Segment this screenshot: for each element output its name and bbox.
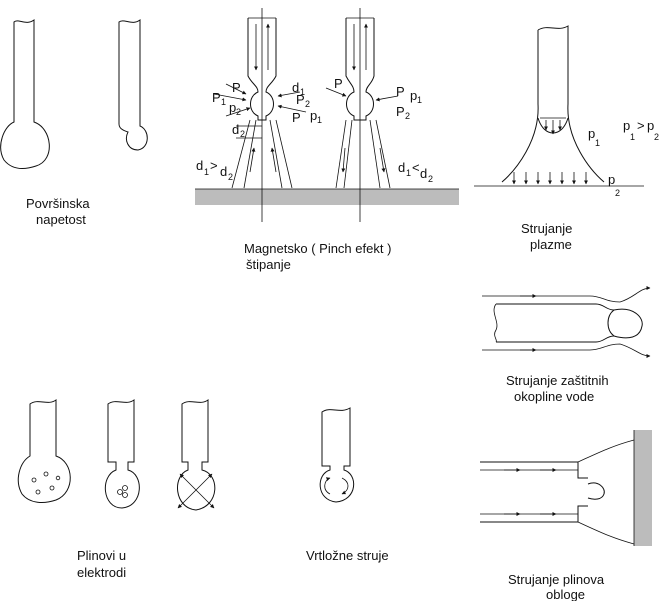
shield-flow-bottom xyxy=(482,343,651,358)
eddy-right-vortex xyxy=(341,477,349,495)
label-P-left-mid: P xyxy=(212,90,221,105)
vertical-workpiece xyxy=(634,430,652,546)
horizontal-drop-2 xyxy=(587,482,605,500)
label-d1-top: d xyxy=(292,80,299,95)
label-p2-left: p xyxy=(229,100,236,115)
shielding-flow-figure: Strujanje zaštitnih okopline vode xyxy=(482,286,651,404)
left-electrode-outline xyxy=(247,18,277,121)
caption-gas-flow-line2: obloge xyxy=(546,587,585,601)
caption-surface-tension-line1: Površinska xyxy=(26,196,90,211)
svg-text:2: 2 xyxy=(228,172,233,182)
pinch-effect-figure: P P 1 p 2 d 1 P 2 P p 1 d 2 d 1 > d 2 P … xyxy=(195,8,459,272)
svg-text:p: p xyxy=(647,118,654,133)
caption-pinch-line1: Magnetsko ( Pinch efekt ) xyxy=(244,241,391,256)
gas-cluster xyxy=(117,485,128,498)
electrode-with-large-drop xyxy=(0,19,50,169)
label-p1-plasma: p xyxy=(588,126,595,141)
gas-flow-figure: Strujanje plinova obloge xyxy=(480,430,652,602)
svg-text:2: 2 xyxy=(305,99,310,109)
workpiece-plate xyxy=(195,189,459,205)
gas-bubbles xyxy=(31,471,61,495)
caption-surface-tension-line2: napetost xyxy=(36,212,86,227)
gas-electrode-1 xyxy=(17,399,71,503)
caption-gases-line1: Plinovi u xyxy=(77,548,126,563)
label-d1-gt-d2: d xyxy=(196,158,203,173)
right-electrode-outline xyxy=(345,18,375,121)
svg-text:d: d xyxy=(420,166,427,181)
caption-shielding-line2: okopline vode xyxy=(514,389,594,404)
gas-electrode-2 xyxy=(104,399,140,509)
label-P-right-a: P xyxy=(296,92,305,107)
svg-text:>: > xyxy=(210,158,218,173)
gases-in-electrode-figure: Plinovi u elektrodi xyxy=(17,399,216,580)
label-p2-plasma: p xyxy=(608,172,615,187)
label-p1-gt-p2: p xyxy=(623,118,630,133)
svg-text:>: > xyxy=(637,118,645,133)
svg-text:1: 1 xyxy=(595,138,600,148)
eddy-electrode xyxy=(319,407,354,503)
caption-eddy: Vrtložne struje xyxy=(306,548,389,563)
gas-explosion-arrows xyxy=(177,473,215,509)
svg-text:2: 2 xyxy=(654,132,659,142)
label-P2-right-figure: P xyxy=(396,104,405,119)
svg-text:1: 1 xyxy=(300,87,305,97)
horizontal-electrode xyxy=(496,303,616,343)
label-P-left-top: P xyxy=(232,80,241,95)
horizontal-drop xyxy=(613,308,643,339)
label-P-right-b: P xyxy=(292,110,301,125)
label-P-right-figure-left: P xyxy=(334,76,343,91)
label-p1-right-figure: p xyxy=(410,88,417,103)
caption-shielding-line1: Strujanje zaštitnih xyxy=(506,373,609,388)
svg-text:1: 1 xyxy=(317,115,322,125)
label-d2: d xyxy=(232,122,239,137)
eddy-currents-figure: Vrtložne struje xyxy=(306,407,389,563)
eddy-left-vortex xyxy=(324,477,331,495)
electrode-with-small-drop xyxy=(118,19,148,151)
gas-electrode-3 xyxy=(177,399,216,511)
svg-text:1: 1 xyxy=(406,168,411,178)
svg-text:<: < xyxy=(412,160,420,175)
caption-pinch-line2: štipanje xyxy=(246,257,291,272)
svg-text:d: d xyxy=(220,164,227,179)
svg-text:2: 2 xyxy=(405,111,410,121)
label-d1-lt-d2: d xyxy=(398,160,405,175)
svg-text:1: 1 xyxy=(417,95,422,105)
surface-tension-figure: Površinska napetost xyxy=(0,19,148,227)
svg-text:2: 2 xyxy=(615,188,620,198)
svg-text:2: 2 xyxy=(236,107,241,117)
caption-plasma-line1: Strujanje xyxy=(521,221,572,236)
caption-plasma-line2: plazme xyxy=(530,237,572,252)
horizontal-electrode-2 xyxy=(480,461,588,523)
svg-text:1: 1 xyxy=(204,167,209,177)
shield-flow-top xyxy=(482,286,651,303)
plasma-arc-cone xyxy=(501,103,605,183)
caption-gases-line2: elektrodi xyxy=(77,565,126,580)
caption-gas-flow-line1: Strujanje plinova xyxy=(508,572,605,587)
svg-text:1: 1 xyxy=(221,97,226,107)
plasma-electrode xyxy=(537,25,569,104)
svg-text:2: 2 xyxy=(240,129,245,139)
svg-text:2: 2 xyxy=(428,174,433,184)
label-p1-right: p xyxy=(310,108,317,123)
plasma-down-arrows xyxy=(512,120,588,185)
plasma-flow-figure: p 1 p 1 > p 2 p 2 Strujanje plazme xyxy=(474,25,659,252)
svg-text:1: 1 xyxy=(630,132,635,142)
label-P-right-figure-right: P xyxy=(396,84,405,99)
